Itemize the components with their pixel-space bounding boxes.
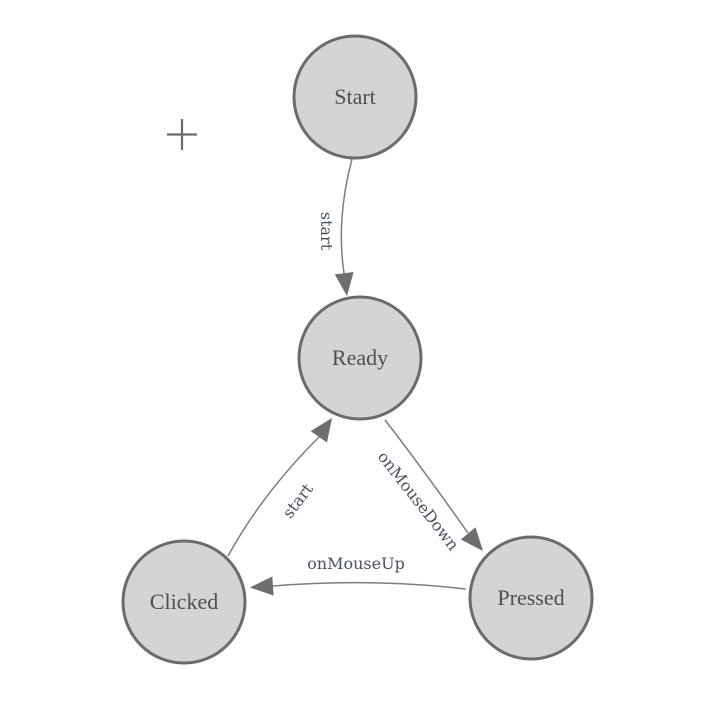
edge-clicked-to-ready[interactable]: start — [227, 418, 332, 557]
edge-line[interactable] — [227, 436, 320, 557]
node-clicked-circle[interactable] — [121, 539, 247, 665]
arrowhead-icon — [460, 527, 483, 551]
node-start[interactable]: Start — [292, 34, 418, 160]
node-ready[interactable]: Ready — [297, 295, 423, 421]
edge-pressed-to-clicked[interactable]: onMouseUp — [250, 554, 467, 596]
node-ready-circle[interactable] — [297, 295, 423, 421]
node-clicked[interactable]: Clicked — [121, 539, 247, 665]
edge-label-onmouseup: onMouseUp — [307, 554, 405, 573]
edge-line[interactable] — [340, 158, 353, 274]
edge-line[interactable] — [384, 419, 469, 534]
edge-label-start-2: start — [279, 479, 318, 521]
node-start-circle[interactable] — [292, 34, 418, 160]
node-pressed[interactable]: Pressed — [468, 535, 594, 661]
arrowhead-icon — [250, 576, 274, 596]
edge-ready-to-pressed[interactable]: onMouseDown — [374, 419, 483, 554]
edge-start-to-ready[interactable]: start — [317, 158, 354, 296]
arrowhead-icon — [310, 418, 332, 443]
plus-icon[interactable] — [167, 119, 197, 150]
edge-label-start-1: start — [317, 212, 336, 251]
edge-line[interactable] — [272, 581, 467, 590]
node-pressed-circle[interactable] — [468, 535, 594, 661]
arrowhead-icon — [334, 272, 354, 296]
